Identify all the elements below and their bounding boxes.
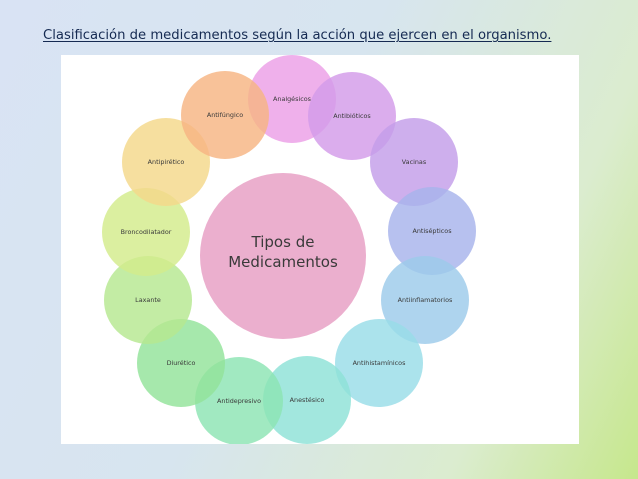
node-antifungico: Antifúngico <box>181 71 269 159</box>
node-label-antisepticos: Antisépticos <box>412 227 452 235</box>
node-label-anestesico: Anestésico <box>290 396 325 404</box>
node-laxante: Laxante <box>104 256 192 344</box>
node-label-vacinas: Vacinas <box>402 158 427 166</box>
node-circle-antisepticos <box>388 187 476 275</box>
medication-types-diagram: Tipos de Medicamentos AnalgésicosAntibió… <box>102 55 476 444</box>
node-circle-anestesico <box>263 356 351 444</box>
node-circle-broncodilatador <box>102 188 190 276</box>
node-antibioticos: Antibióticos <box>308 72 396 160</box>
center-node: Tipos de Medicamentos <box>200 173 366 339</box>
node-antiinflamatorios: Antiinflamatorios <box>381 256 469 344</box>
center-circle <box>200 173 366 339</box>
node-broncodilatador: Broncodilatador <box>102 188 190 276</box>
node-vacinas: Vacinas <box>370 118 458 206</box>
center-title-line-2: Medicamentos <box>228 253 338 271</box>
slide-title: Clasificación de medicamentos según la a… <box>43 28 552 43</box>
node-label-antibioticos: Antibióticos <box>333 112 371 120</box>
node-label-antifungico: Antifúngico <box>207 111 243 119</box>
node-label-diuretico: Diurético <box>167 359 196 367</box>
node-label-antihistaminicos: Antihistamínicos <box>353 359 407 367</box>
node-label-laxante: Laxante <box>135 296 161 304</box>
node-label-analgesicos: Analgésicos <box>273 95 312 103</box>
node-label-antiinflamatorios: Antiinflamatorios <box>398 296 453 304</box>
category-nodes: AnalgésicosAntibióticosVacinasAntiséptic… <box>102 55 476 444</box>
node-circle-antihistaminicos <box>335 319 423 407</box>
node-antipiretico: Antipirético <box>122 118 210 206</box>
node-circle-antiinflamatorios <box>381 256 469 344</box>
center-title-line-1: Tipos de <box>251 233 315 251</box>
node-anestesico: Anestésico <box>263 356 351 444</box>
node-circle-laxante <box>104 256 192 344</box>
node-antisepticos: Antisépticos <box>388 187 476 275</box>
node-circle-antipiretico <box>122 118 210 206</box>
node-label-antipiretico: Antipirético <box>148 158 185 166</box>
node-circle-vacinas <box>370 118 458 206</box>
node-label-broncodilatador: Broncodilatador <box>121 228 172 236</box>
node-antihistaminicos: Antihistamínicos <box>335 319 423 407</box>
node-label-antidepresivo: Antidepresivo <box>217 397 261 405</box>
node-circle-antifungico <box>181 71 269 159</box>
node-circle-antibioticos <box>308 72 396 160</box>
